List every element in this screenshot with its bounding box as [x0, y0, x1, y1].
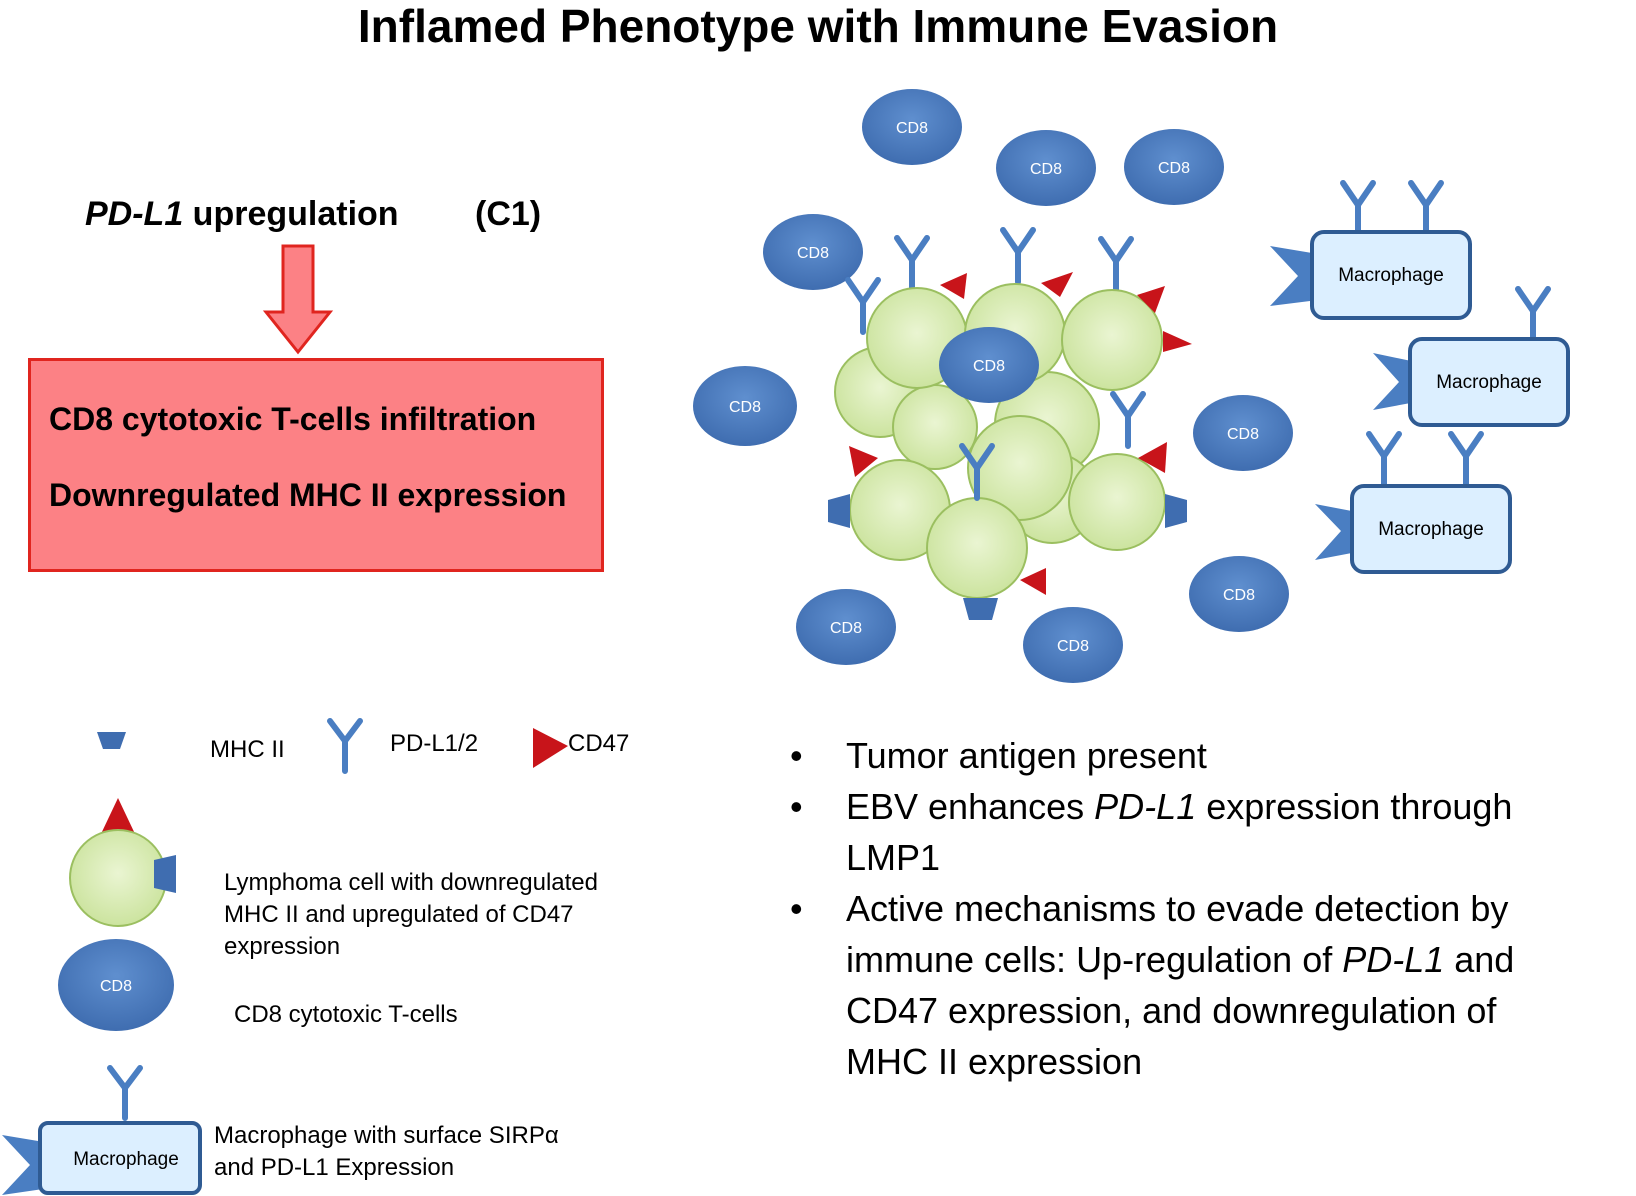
- cd8-label: CD8: [1227, 426, 1259, 443]
- phenotype-box: CD8 cytotoxic T-cells infiltration Downr…: [28, 358, 604, 572]
- cd8-legend-icon: [58, 939, 174, 1031]
- bullet-item: •Tumor antigen present: [790, 735, 1207, 776]
- mhc2-legend-icon: [97, 732, 126, 749]
- cd8-cell: [693, 366, 797, 446]
- cd8-label: CD8: [830, 620, 862, 637]
- bullet-list: •Tumor antigen present •EBV enhances PD-…: [790, 730, 1636, 1087]
- cd8-cell: [796, 589, 896, 665]
- macrophage-cells: [1270, 183, 1570, 574]
- cd8-cell: [1124, 129, 1224, 205]
- cd8-label: CD8: [896, 120, 928, 137]
- cd8-cell: [763, 214, 863, 290]
- legend-mhc2: MHC II: [210, 736, 285, 763]
- category-code: (C1): [475, 195, 542, 233]
- cd8-cells: [693, 89, 1293, 683]
- macrophage-label: Macrophage: [1378, 519, 1484, 540]
- legend-macrophage: Macrophage with surface SIRPα and PD-L1 …: [214, 1120, 559, 1184]
- legend-lymphoma-line-1: Lymphoma cell with downregulated: [224, 869, 598, 896]
- figure-title: Inflamed Phenotype with Immune Evasion: [357, 0, 1279, 52]
- cd8-cell: [939, 327, 1039, 403]
- legend-cd47: CD47: [568, 730, 630, 757]
- cd8-label: CD8: [973, 358, 1005, 375]
- cd8-label: CD8: [729, 399, 761, 416]
- cd8-cell: [1193, 395, 1293, 471]
- legend-macrophage-line-1: Macrophage with surface SIRPα: [214, 1122, 559, 1149]
- down-arrow-icon: [262, 244, 334, 355]
- cd8-label: CD8: [1158, 160, 1190, 177]
- legend-cd8: CD8 cytotoxic T-cells: [234, 1001, 458, 1028]
- cd8-label: CD8: [1030, 161, 1062, 178]
- cd8-label: CD8: [1223, 587, 1255, 604]
- legend-pdl12: PD-L1/2: [390, 730, 479, 757]
- macrophage-cell: [1310, 230, 1472, 320]
- legend-macrophage-line-2: and PD-L1 Expression: [214, 1154, 455, 1181]
- macrophage-cell: [1408, 337, 1570, 427]
- cd47-legend-icon: [533, 728, 568, 768]
- cd8-cell: [862, 89, 962, 165]
- macrophage-cell: [1350, 484, 1512, 574]
- legend-lymphoma: Lymphoma cell with downregulated MHC II …: [224, 867, 598, 963]
- cd8-label: CD8: [797, 245, 829, 262]
- cd8-label: CD8: [1057, 638, 1089, 655]
- cd8-cell: [996, 130, 1096, 206]
- phenotype-line-2: Downregulated MHC II expression: [49, 477, 567, 513]
- legend-lymphoma-line-3: expression: [224, 933, 341, 960]
- pdl1-upregulation-label: PD-L1 upregulation (C1): [85, 195, 541, 234]
- macrophage-label: Macrophage: [1338, 265, 1444, 286]
- upregulation-text: upregulation: [183, 195, 399, 233]
- legend-lymphoma-line-2: MHC II and upregulated of CD47: [224, 901, 574, 928]
- macrophage-legend-label: Macrophage: [73, 1149, 179, 1170]
- pdl12-legend-icon: [327, 718, 363, 774]
- pdl1-gene: PD-L1: [85, 195, 184, 233]
- macrophage-legend-icon: [2, 1065, 202, 1195]
- cd8-legend-label: CD8: [100, 978, 132, 995]
- lymphoma-legend-icon: [69, 798, 176, 927]
- cd8-cell: [1023, 607, 1123, 683]
- macrophage-label: Macrophage: [1436, 372, 1542, 393]
- bullet-item: •Active mechanisms to evade detection by…: [790, 888, 1515, 1082]
- tumor-cluster: [828, 230, 1192, 620]
- cd8-cell: [1189, 556, 1289, 632]
- phenotype-line-1: CD8 cytotoxic T-cells infiltration: [49, 401, 537, 437]
